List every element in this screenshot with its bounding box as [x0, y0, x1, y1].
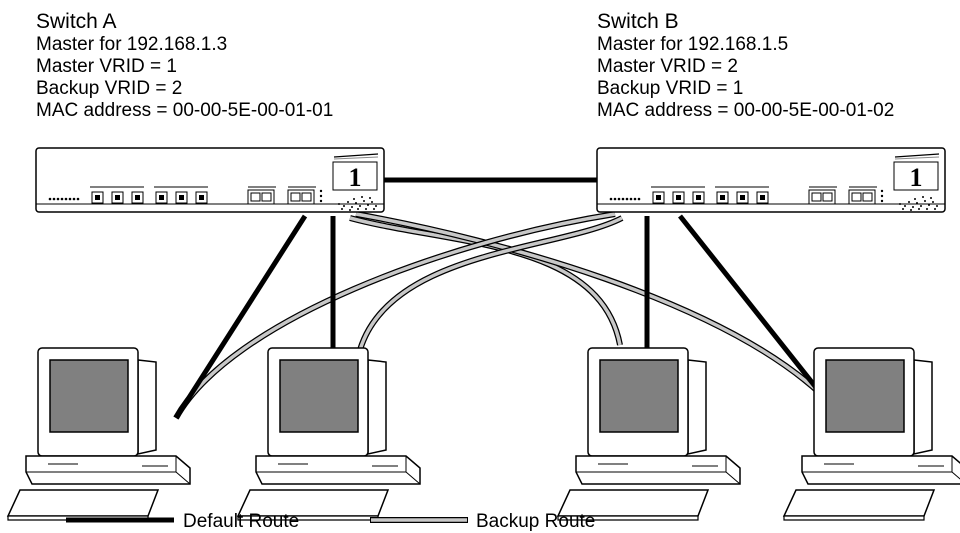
switch-a-title: Switch A: [36, 10, 117, 33]
switch-a-mac-address: MAC address = 00-00-5E-00-01-01: [36, 100, 334, 121]
switch-b-logo: 1: [910, 163, 923, 192]
switch-b-device: 1: [596, 147, 946, 213]
computer-2: [237, 347, 421, 521]
switch-a-label-block: Switch A Master for 192.168.1.3 Master V…: [36, 10, 333, 122]
switch-b-mac-address: MAC address = 00-00-5E-00-01-02: [597, 100, 895, 121]
legend: Default Route Backup Route: [66, 511, 595, 532]
switch-b-title: Switch B: [597, 10, 679, 33]
switch-b-master-for: Master for 192.168.1.5: [597, 34, 789, 55]
default-route-links: [173, 177, 824, 420]
switch-a-backup-vrid: Backup VRID = 2: [36, 78, 183, 99]
switch-b-backup-vrid: Backup VRID = 1: [597, 78, 744, 99]
switch-b-master-vrid: Master VRID = 2: [597, 56, 738, 77]
computer-4: [783, 347, 960, 521]
legend-default-route-label: Default Route: [183, 511, 299, 532]
backup-route-links: [173, 211, 825, 420]
switch-b-label-block: Switch B Master for 192.168.1.5 Master V…: [597, 10, 894, 122]
switch-a-master-for: Master for 192.168.1.3: [36, 34, 228, 55]
default-link-a-pc1: [173, 214, 308, 420]
switch-a-master-vrid: Master VRID = 1: [36, 56, 177, 77]
legend-backup-route-label: Backup Route: [476, 511, 595, 532]
computer-3: [557, 347, 741, 521]
switch-a-logo: 1: [349, 163, 362, 192]
computer-1: [7, 347, 191, 521]
default-link-b-pc4: [678, 214, 824, 397]
switch-a-device: 1: [35, 147, 385, 213]
